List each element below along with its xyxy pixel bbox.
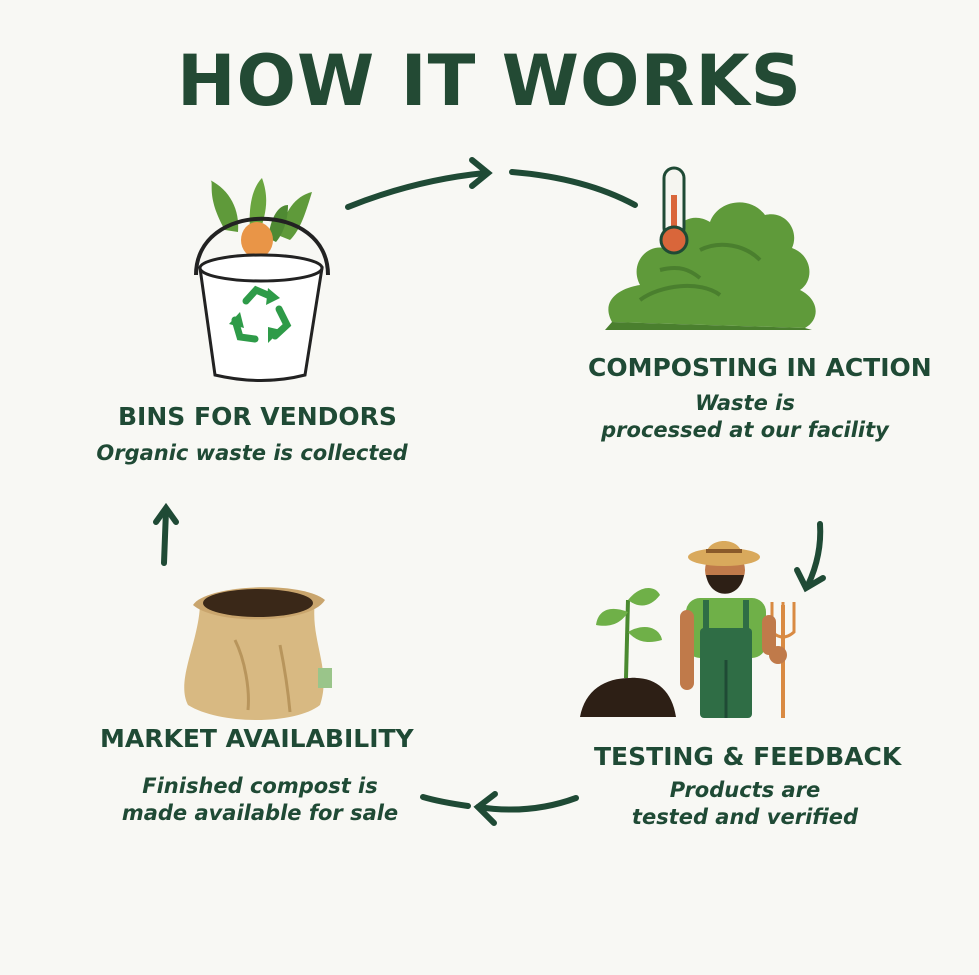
step-bins-description: Organic waste is collected: [92, 440, 412, 467]
step-testing-description: Products are tested and verified: [600, 777, 890, 831]
compost-sack-icon: [184, 587, 332, 720]
bucket-recycle-icon: [194, 178, 330, 382]
farmer-seedling-icon: [580, 541, 796, 718]
step-composting-heading: COMPOSTING IN ACTION: [588, 353, 932, 382]
arrow-left-bottom: [420, 791, 579, 826]
step-composting-description: Waste is processed at our facility: [590, 390, 900, 444]
step-market-desc-line: Finished compost is: [142, 774, 378, 798]
step-testing-desc-line: tested and verified: [631, 805, 859, 829]
step-market-description: Finished compost is made available for s…: [105, 773, 415, 827]
arrow-down-right: [794, 521, 826, 593]
step-composting-desc-line: Waste is: [695, 391, 795, 415]
step-market-heading: MARKET AVAILABILITY: [100, 724, 414, 753]
arrow-right-top: [345, 157, 638, 210]
step-testing-desc-line: Products are: [669, 778, 821, 802]
step-bins-heading: BINS FOR VENDORS: [118, 402, 397, 431]
step-market-desc-line: made available for sale: [121, 801, 399, 825]
step-bins-desc-line: Organic waste is collected: [96, 441, 408, 465]
arrow-up-left: [153, 502, 179, 566]
page-title: HOW IT WORKS: [176, 40, 803, 122]
compost-pile-thermometer-icon: [605, 166, 816, 330]
step-composting-desc-line: processed at our facility: [601, 418, 889, 442]
step-testing-heading: TESTING & FEEDBACK: [594, 742, 902, 771]
